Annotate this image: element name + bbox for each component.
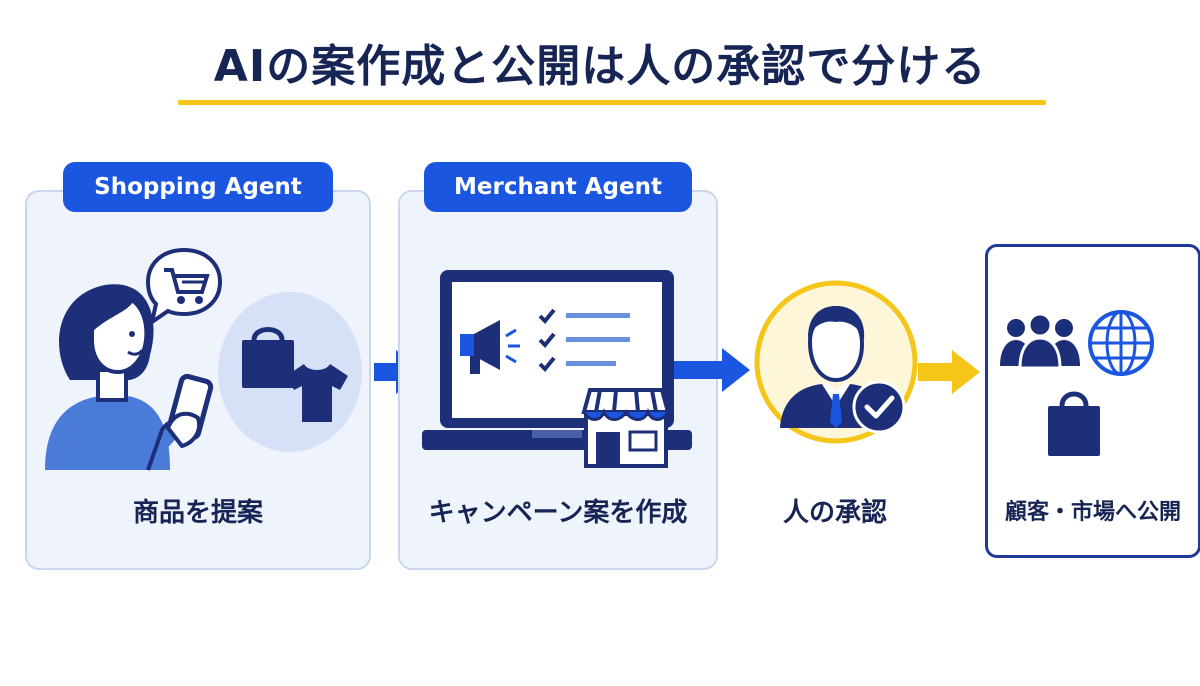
storefront-icon (581, 388, 671, 468)
publish-panel (985, 244, 1200, 558)
businessman-icon (780, 306, 892, 428)
step-caption-propose: 商品を提案 (132, 498, 263, 528)
title-underline (178, 100, 1046, 105)
shopping-bag-icon (1048, 391, 1100, 456)
megaphone-icon (460, 320, 520, 374)
step-caption-campaign: キャンペーン案を作成 (428, 498, 688, 528)
page-title: AIの案作成と公開は人の承認で分ける (213, 41, 987, 92)
shopping-cart-icon (145, 247, 223, 327)
arrow-right-icon (674, 348, 750, 392)
woman-with-phone-icon (45, 284, 214, 471)
tshirt-icon (286, 364, 348, 422)
merchant-agent-label: Merchant Agent (424, 162, 692, 212)
checklist-icon (538, 308, 630, 372)
globe-icon (1088, 310, 1154, 376)
shopping-bag-icon (242, 327, 294, 388)
step-caption-publish: 顧客・市場へ公開 (1004, 500, 1181, 525)
people-group-icon (1000, 312, 1080, 370)
shopping-agent-label: Shopping Agent (63, 162, 333, 212)
checkmark-badge-icon (852, 380, 906, 434)
arrow-right-icon (918, 350, 980, 394)
step-caption-approval: 人の承認 (782, 498, 887, 528)
